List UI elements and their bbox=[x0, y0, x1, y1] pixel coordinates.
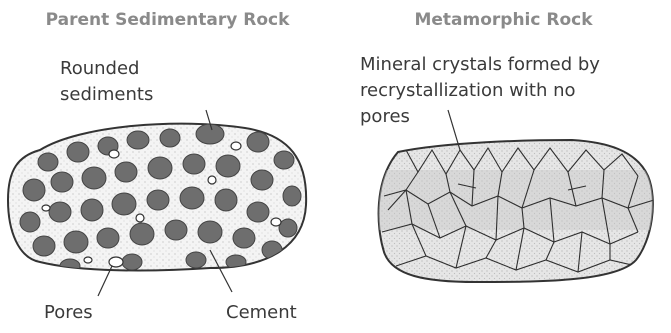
rounded-sediments-label: Rounded sediments bbox=[60, 56, 153, 108]
metamorphic-rock-illustration bbox=[336, 0, 671, 333]
sedimentary-rock-panel: Parent Sedimentary Rock bbox=[0, 0, 335, 333]
mineral-crystals-label: Mineral crystals formed by recrystalliza… bbox=[360, 52, 600, 130]
metamorphic-rock-panel: Metamorphic Rock bbox=[336, 0, 671, 333]
sedimentary-rock-illustration bbox=[0, 0, 335, 333]
pores-label: Pores bbox=[44, 300, 93, 326]
cement-label: Cement bbox=[226, 300, 297, 326]
